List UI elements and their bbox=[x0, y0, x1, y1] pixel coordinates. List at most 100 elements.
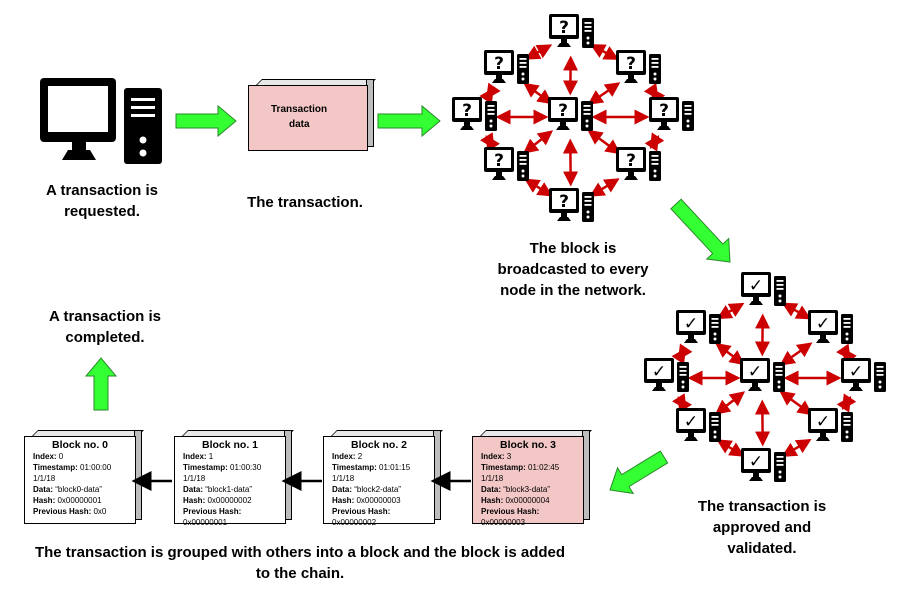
data-label: Data: bbox=[332, 485, 353, 494]
bot-edge bbox=[779, 390, 813, 416]
bot-edge bbox=[781, 439, 812, 457]
bot-edge bbox=[715, 342, 745, 366]
block-data: “block1-data” bbox=[205, 485, 252, 494]
block-hash: 0x00000002 bbox=[207, 496, 252, 505]
top-edge bbox=[479, 82, 501, 105]
block-hash-line: Hash: 0x00000002 bbox=[175, 495, 285, 506]
top-node-computer-icon: ? bbox=[549, 188, 594, 222]
block-data: “block0-data” bbox=[55, 485, 102, 494]
block-data-line: Data: “block1-data” bbox=[175, 484, 285, 495]
bot-node-computer-icon: ✓ bbox=[644, 358, 689, 392]
prev-hash-label: Previous Hash: bbox=[33, 507, 92, 516]
bot-node-computer-icon: ✓ bbox=[841, 358, 886, 392]
block-prev-hash: 0x0 bbox=[93, 507, 107, 516]
block-title: Block no. 2 bbox=[350, 439, 407, 451]
bot-edge bbox=[714, 391, 746, 415]
hash-label: Hash: bbox=[332, 496, 355, 505]
top-node-computer-icon: ? bbox=[484, 50, 529, 84]
hash-label: Hash: bbox=[183, 496, 206, 505]
bot-node-computer-icon: ✓ bbox=[740, 358, 785, 392]
bot-node-computer-icon: ✓ bbox=[676, 310, 721, 344]
bot-edge bbox=[836, 343, 857, 365]
caption-approved: The transaction is approved and validate… bbox=[697, 498, 827, 557]
index-label: Index: bbox=[33, 452, 57, 461]
block-prev-hash: 0x00000001 bbox=[183, 518, 228, 527]
bot-edge bbox=[781, 302, 812, 320]
caption-broadcast: The block is broadcasted to every node i… bbox=[497, 240, 649, 299]
block-index-line: Index: 2 bbox=[324, 451, 434, 462]
index-label: Index: bbox=[183, 452, 207, 461]
prev-hash-label: Previous Hash: bbox=[183, 507, 242, 516]
block-data: “block2-data” bbox=[354, 485, 401, 494]
top-edge bbox=[587, 82, 621, 105]
top-edge bbox=[523, 82, 553, 105]
block-date: 1/1/18 bbox=[33, 474, 56, 483]
bot-node-mark: ✓ bbox=[748, 362, 762, 382]
top-node-mark: ? bbox=[494, 54, 504, 74]
block-prev-hash-label: Previous Hash: bbox=[473, 506, 583, 517]
block-title: Block no. 0 bbox=[51, 439, 108, 451]
top-edge bbox=[524, 44, 553, 60]
data-label: Data: bbox=[481, 485, 502, 494]
block-data-line: Data: “block0-data” bbox=[25, 484, 135, 495]
block-date: 1/1/18 bbox=[183, 474, 206, 483]
bot-node-mark: ✓ bbox=[749, 452, 763, 472]
bot-edge bbox=[836, 393, 857, 413]
block-data-line: Data: “block2-data” bbox=[324, 484, 434, 495]
top-node-computer-icon: ? bbox=[548, 97, 593, 131]
block-index: 3 bbox=[506, 452, 512, 461]
bot-node-computer-icon: ✓ bbox=[808, 310, 853, 344]
hash-label: Hash: bbox=[481, 496, 504, 505]
block-hash-line: Hash: 0x00000004 bbox=[473, 495, 583, 506]
caption-requested: A transaction is requested. bbox=[46, 182, 158, 220]
top-node-computer-icon: ? bbox=[616, 147, 661, 181]
block-date: 1/1/18 bbox=[481, 474, 504, 483]
bot-node-computer-icon: ✓ bbox=[676, 408, 721, 442]
bot-node-computer-icon: ✓ bbox=[741, 272, 786, 306]
timestamp-label: Timestamp: bbox=[481, 463, 526, 472]
block-date: 1/1/18 bbox=[332, 474, 355, 483]
block-title: Block no. 1 bbox=[201, 439, 258, 451]
timestamp-label: Timestamp: bbox=[332, 463, 377, 472]
top-node-mark: ? bbox=[559, 192, 569, 212]
top-edge bbox=[480, 132, 500, 152]
block-hash: 0x00000004 bbox=[505, 496, 550, 505]
top-edge bbox=[524, 178, 553, 197]
index-label: Index: bbox=[481, 452, 505, 461]
block-timestamp: 01:01:15 bbox=[379, 463, 411, 472]
arrow-network-to-validation bbox=[670, 198, 731, 263]
top-edge bbox=[644, 132, 665, 152]
prev-hash-label: Previous Hash: bbox=[332, 507, 391, 516]
data-label: Data: bbox=[33, 485, 54, 494]
top-node-computer-icon: ? bbox=[484, 147, 529, 181]
block-index-line: Index: 1 bbox=[175, 451, 285, 462]
block-index: 1 bbox=[208, 452, 214, 461]
bot-edge bbox=[672, 393, 692, 413]
bot-edge bbox=[671, 343, 693, 365]
transaction-data-label: Transaction data bbox=[271, 102, 327, 132]
bot-node-computer-icon: ✓ bbox=[741, 448, 786, 482]
block-hash: 0x00000001 bbox=[57, 496, 102, 505]
bot-edge bbox=[779, 342, 813, 366]
bot-node-mark: ✓ bbox=[816, 412, 830, 432]
block-prev-hash-label: Previous Hash: 0x0 bbox=[25, 506, 135, 517]
top-node-computer-icon: ? bbox=[616, 50, 661, 84]
top-node-mark: ? bbox=[659, 101, 669, 121]
block-timestamp-line: Timestamp: 01:00:00 bbox=[25, 462, 135, 473]
block-timestamp: 01:00:00 bbox=[80, 463, 112, 472]
top-node-computer-icon: ? bbox=[452, 97, 497, 131]
block-prev-hash-label: Previous Hash: bbox=[175, 506, 285, 517]
top-edge bbox=[522, 130, 554, 154]
top-node-mark: ? bbox=[558, 101, 568, 121]
caption-completed: A transaction is completed. bbox=[49, 308, 161, 346]
block-hash-line: Hash: 0x00000003 bbox=[324, 495, 434, 506]
caption-transaction: The transaction. bbox=[247, 194, 363, 211]
block-title: Block no. 3 bbox=[499, 439, 556, 451]
block-prev-hash: 0x00000002 bbox=[332, 518, 377, 527]
